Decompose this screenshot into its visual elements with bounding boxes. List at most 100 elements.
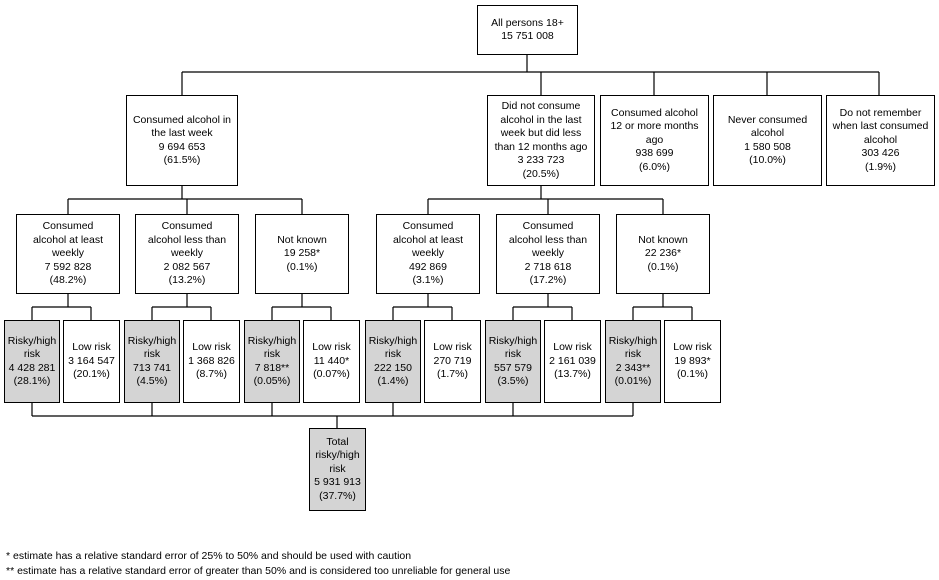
node-text-line: (4.5%) [136, 375, 168, 387]
node-text-line: 2 161 039 [549, 354, 596, 367]
node-text-line: alcohol in the last [500, 113, 582, 126]
node-text-line: weekly [531, 247, 565, 260]
node-text-line: when last consumed [832, 120, 929, 133]
node-text-line: (13.2%) [168, 274, 206, 287]
node-text-line: (0.1%) [677, 368, 708, 381]
node-text-line: alcohol less than [147, 233, 227, 246]
node-text-line: alcohol [750, 127, 785, 139]
node-text-line: alcohol at least [32, 233, 104, 246]
node-text-line: Risky/high [608, 334, 658, 347]
node-text-line: (0.1%) [647, 260, 679, 273]
node-text-line: 2 343** [615, 361, 651, 374]
node-text-line: 7 592 828 [44, 260, 92, 273]
node-text-line: (61.5%) [163, 154, 201, 166]
node-text-line: Risky/high [7, 334, 57, 347]
node-text-line: (13.7%) [554, 368, 591, 381]
node-text-line: 1 368 826 [188, 354, 235, 367]
node-text-line: Risky/high [488, 334, 538, 347]
node-text-line: (28.1%) [13, 375, 51, 387]
node-text-line: Consumed [522, 220, 574, 233]
node-text-line: (0.07%) [313, 368, 350, 381]
node-text-line: Not known [638, 233, 688, 246]
node-text-line: Low risk [553, 341, 592, 354]
node-text-line: 15 751 008 [501, 30, 554, 42]
node-text-line: Total [326, 435, 349, 448]
node-text-line: 9 694 653 [158, 140, 206, 153]
node-text-line: ago [645, 133, 664, 146]
node-text-line: Never consumed [727, 113, 808, 126]
node-text-line: (48.2%) [49, 274, 87, 287]
node-text-line: (0.05%) [253, 375, 291, 387]
node-text-line: (17.2%) [529, 274, 567, 287]
node-text-line: alcohol [863, 133, 898, 146]
node-text-line: risk [504, 348, 522, 360]
footnote-single-asterisk: * estimate has a relative standard error… [6, 550, 412, 562]
node-text-line: risk [624, 348, 642, 360]
node-text-line: 3 233 723 [517, 154, 565, 166]
node-text-line: alcohol less than [508, 233, 588, 246]
node-text-line: Did not consume [501, 100, 581, 112]
node-text-line: Risky/high [247, 334, 297, 347]
node-text-line: 19 893* [674, 354, 711, 367]
node-text-line: 3 164 547 [68, 354, 115, 367]
node-text-line: 2 718 618 [524, 260, 572, 273]
footnote-double-asterisk: ** estimate has a relative standard erro… [6, 565, 511, 577]
node-text-line: weekly [51, 247, 85, 260]
node-text-line: Low risk [673, 341, 712, 354]
node-text-line: weekly [411, 247, 445, 260]
node-text-line: weekly [170, 247, 204, 260]
node-text-line: Not known [277, 233, 327, 246]
node-text-line: 12 or more months [610, 120, 699, 133]
node-all-persons: All persons 18+15 751 008 [477, 5, 578, 55]
node-text-line: (3.5%) [497, 375, 529, 387]
node-text-line: (0.1%) [286, 260, 318, 273]
node-text-line: 19 258* [283, 247, 321, 260]
node-text-line: risk [263, 348, 281, 360]
node-text-line: (10.0%) [749, 154, 786, 166]
node-text-line: Consumed [161, 220, 213, 233]
node-text-line: Consumed [402, 220, 454, 233]
node-text-line: risk [384, 348, 402, 360]
node-text-line: All persons 18+ [491, 16, 564, 29]
node-text-line: week but did less [500, 127, 582, 139]
node-text-line: 7 818** [254, 361, 290, 374]
node-text-line: 2 082 567 [163, 260, 211, 273]
node-text-line: risky/high [315, 449, 360, 462]
node-text-line: Low risk [312, 341, 351, 354]
node-text-line: 303 426 [861, 147, 900, 160]
node-text-line: Consumed alcohol in [132, 113, 232, 126]
node-text-line: Consumed alcohol [611, 106, 698, 119]
node-text-line: 11 440* [313, 354, 350, 367]
node-text-line: Risky/high [127, 334, 177, 347]
